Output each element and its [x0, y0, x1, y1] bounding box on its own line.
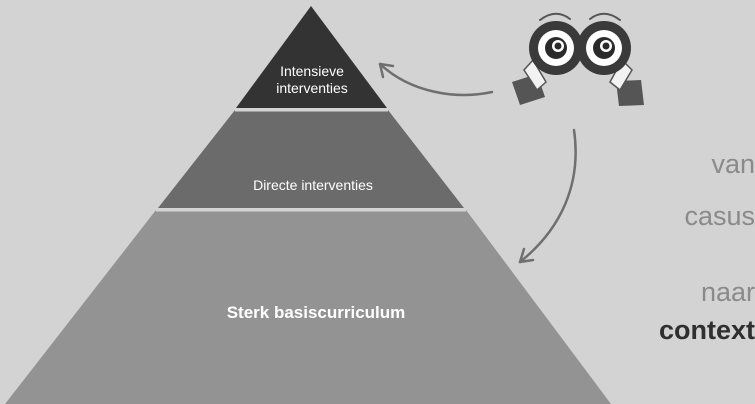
side-text-context: context	[659, 314, 755, 346]
top-tier-label-line2: interventies	[276, 80, 348, 96]
top-tier-label-line1: Intensieve	[280, 63, 344, 79]
side-text-line4: context	[658, 315, 755, 345]
arrow-to-basis-curriculum	[518, 128, 577, 264]
side-text-line1: van	[711, 149, 755, 179]
side-text-van: van	[711, 148, 755, 180]
binoculars-icon	[512, 12, 644, 106]
bottom-tier-label: Sterk basiscurriculum	[227, 303, 406, 322]
side-text-casus: casus	[684, 200, 755, 232]
side-text-line3: naar	[700, 277, 755, 307]
pyramid-tier-middle	[158, 110, 464, 208]
pyramid-tier-bottom	[5, 210, 611, 404]
middle-tier-label: Directe interventies	[253, 177, 373, 193]
arrow-to-top-tier	[378, 62, 494, 97]
pyramid-tier-top	[236, 6, 387, 108]
side-text-line2: casus	[684, 201, 755, 231]
side-text-naar: naar	[701, 276, 755, 308]
